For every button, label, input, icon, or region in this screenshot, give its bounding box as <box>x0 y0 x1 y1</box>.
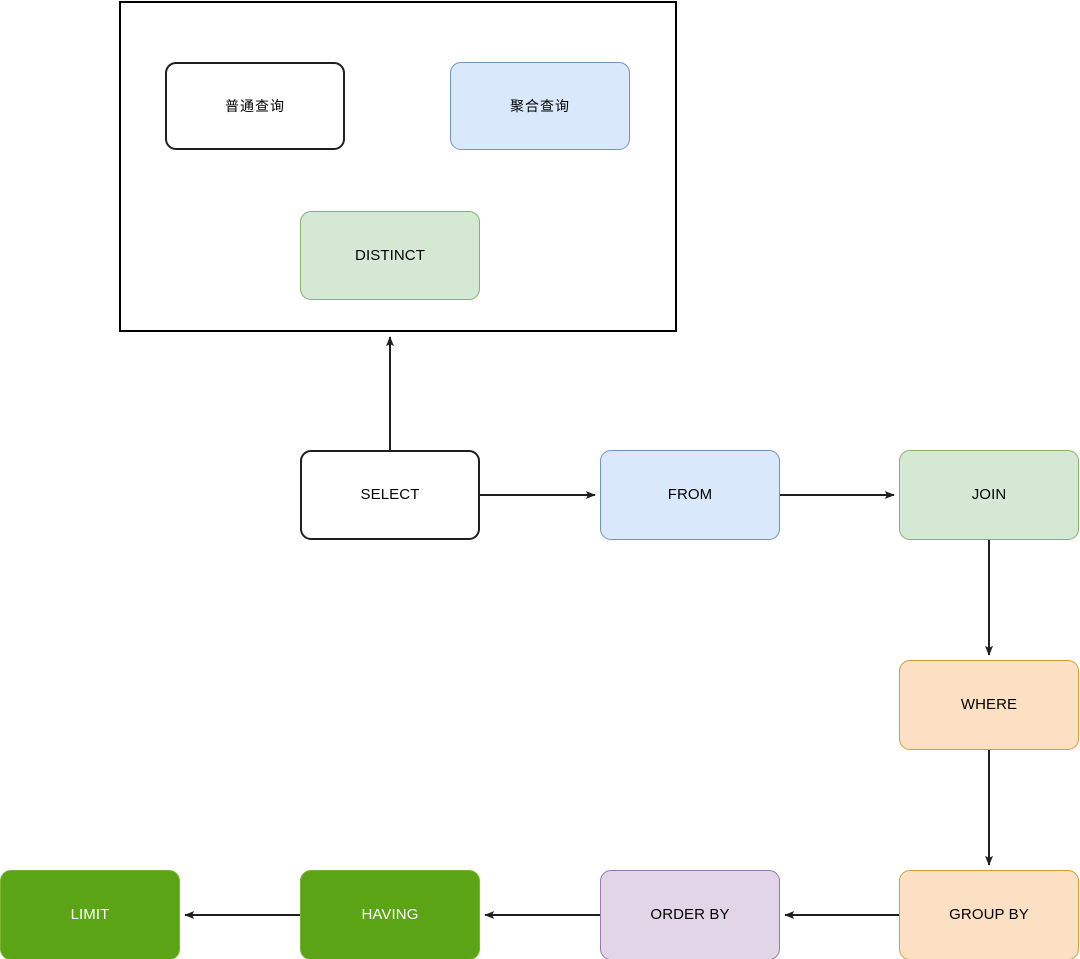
node-where[interactable]: WHERE <box>899 660 1079 750</box>
node-join[interactable]: JOIN <box>899 450 1079 540</box>
node-limit[interactable]: LIMIT <box>0 870 180 959</box>
node-group-by[interactable]: GROUP BY <box>899 870 1079 959</box>
node-aggregate-query[interactable]: 聚合查询 <box>450 62 630 150</box>
node-order-by[interactable]: ORDER BY <box>600 870 780 959</box>
node-distinct[interactable]: DISTINCT <box>300 211 480 300</box>
node-from[interactable]: FROM <box>600 450 780 540</box>
node-select[interactable]: SELECT <box>300 450 480 540</box>
node-normal-query[interactable]: 普通查询 <box>165 62 345 150</box>
node-having[interactable]: HAVING <box>300 870 480 959</box>
